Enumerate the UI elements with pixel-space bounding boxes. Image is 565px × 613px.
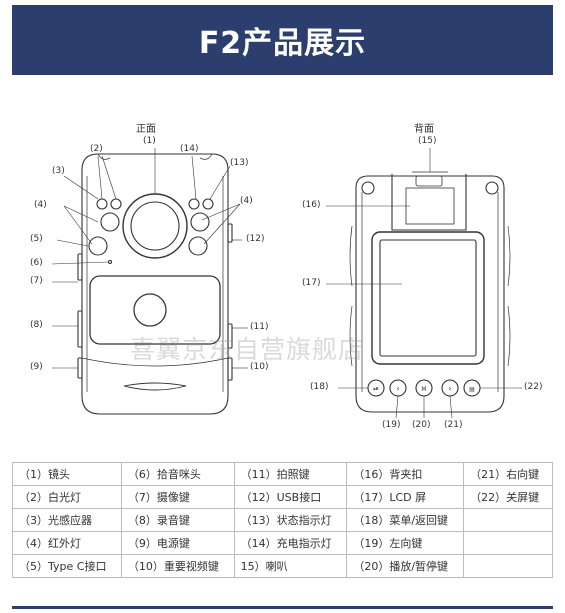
callout-10: (10) xyxy=(250,362,269,372)
legend-cell: （16）背夹扣 xyxy=(346,462,465,486)
callout-5: (5) xyxy=(30,234,43,244)
callout-14: (14) xyxy=(180,144,199,154)
legend-cell: 15）喇叭 xyxy=(233,554,348,578)
svg-text:M: M xyxy=(421,386,426,393)
legend-cell: （2）白光灯 xyxy=(12,485,122,509)
callout-12: (12) xyxy=(246,234,265,244)
table-row: （3）光感应器 （8）录音键 （13）状态指示灯 （18）菜单/返回键 xyxy=(12,508,553,532)
table-row: （2）白光灯 （7）摄像键 （12）USB接口 （17）LCD 屏 （22）关屏… xyxy=(12,485,553,509)
callout-16: (16) xyxy=(302,200,321,210)
callout-18: (18) xyxy=(310,382,329,392)
callout-13: (13) xyxy=(230,158,249,168)
legend-cell: （10）重要视频键 xyxy=(120,554,235,578)
legend-cell: （21）右向键 xyxy=(463,462,553,486)
callout-3: (3) xyxy=(52,166,65,176)
callout-22: (22) xyxy=(524,382,543,392)
back-caption: 背面 xyxy=(414,124,434,135)
svg-text:‹: ‹ xyxy=(396,384,399,393)
legend-cell xyxy=(463,531,553,555)
callout-21: (21) xyxy=(444,420,463,430)
callout-4-left: (4) xyxy=(34,200,47,210)
table-row: （4）红外灯 （9）电源键 （14）充电指示灯 （19）左向键 xyxy=(12,531,553,555)
callout-9: (9) xyxy=(30,362,43,372)
callout-6: (6) xyxy=(30,258,43,268)
legend-cell xyxy=(463,554,553,578)
callout-7: (7) xyxy=(30,276,43,286)
legend-cell: （22）关屏键 xyxy=(463,485,553,509)
legend-cell: （1）镜头 xyxy=(12,462,122,486)
legend-cell: （8）录音键 xyxy=(120,508,235,532)
callout-2: (2) xyxy=(90,144,103,154)
svg-text:⏯: ⏯ xyxy=(373,385,379,393)
diagram-area: ⏯ ‹ M › ▤ 正面 背面 (1) (2) (3) (4) (5) (6) … xyxy=(12,96,553,440)
table-row: （5）Type C接口 （10）重要视频键 15）喇叭 （20）播放/暂停键 xyxy=(12,554,553,578)
legend-cell: （5）Type C接口 xyxy=(12,554,122,578)
legend-cell: （18）菜单/返回键 xyxy=(346,508,465,532)
bottom-divider xyxy=(12,606,553,609)
legend-cell: （12）USB接口 xyxy=(233,485,348,509)
legend-cell: （11）拍照键 xyxy=(233,462,348,486)
legend-cell: （9）电源键 xyxy=(120,531,235,555)
legend-cell: （6）拾音咪头 xyxy=(120,462,235,486)
header-banner: F2产品展示 xyxy=(12,5,553,75)
callout-20: (20) xyxy=(412,420,431,430)
legend-cell: （7）摄像键 xyxy=(120,485,235,509)
legend-cell: （3）光感应器 xyxy=(12,508,122,532)
device-diagram: ⏯ ‹ M › ▤ xyxy=(51,148,522,419)
callout-17: (17) xyxy=(302,278,321,288)
legend-table: （1）镜头 （6）拾音咪头 （11）拍照键 （16）背夹扣 （21）右向键 （2… xyxy=(12,462,553,578)
callout-11: (11) xyxy=(250,322,269,332)
legend-cell: （17）LCD 屏 xyxy=(346,485,465,509)
svg-text:▤: ▤ xyxy=(469,386,475,393)
callout-15: (15) xyxy=(418,136,437,146)
legend-cell xyxy=(463,508,553,532)
callout-19: (19) xyxy=(382,420,401,430)
front-caption: 正面 xyxy=(136,124,156,135)
callout-8: (8) xyxy=(30,320,43,330)
svg-text:›: › xyxy=(448,384,451,393)
legend-cell: （13）状态指示灯 xyxy=(233,508,348,532)
legend-cell: （20）播放/暂停键 xyxy=(346,554,465,578)
legend-cell: （4）红外灯 xyxy=(12,531,122,555)
callout-4-right: (4) xyxy=(240,196,253,206)
legend-cell: （14）充电指示灯 xyxy=(233,531,348,555)
watermark: 喜翼京东自营旗舰店 xyxy=(130,335,365,364)
legend-cell: （19）左向键 xyxy=(346,531,465,555)
callout-1: (1) xyxy=(143,136,156,146)
page-title: F2产品展示 xyxy=(198,26,367,61)
table-row: （1）镜头 （6）拾音咪头 （11）拍照键 （16）背夹扣 （21）右向键 xyxy=(12,462,553,486)
